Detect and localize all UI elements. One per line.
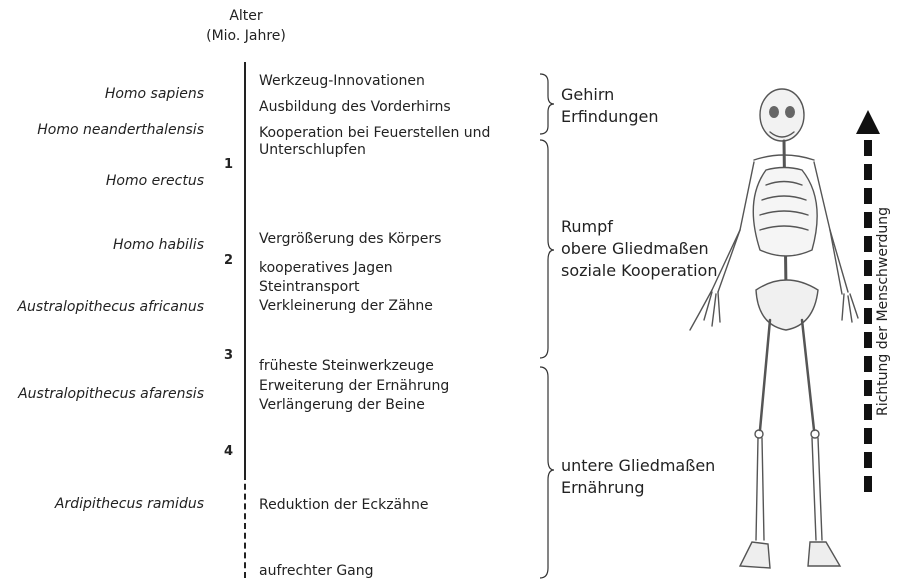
trait-label: Unterschlupfen: [259, 142, 366, 158]
category-2-line2: obere Gliedmaßen: [561, 239, 709, 258]
axis-title-line1: Alter: [229, 8, 263, 24]
category-1-line2: Erfindungen: [561, 107, 659, 126]
species-label: Homo sapiens: [104, 86, 204, 102]
category-2-line1: Rumpf: [561, 217, 613, 236]
category-3-line1: untere Gliedmaßen: [561, 456, 716, 475]
axis-title-line2: (Mio. Jahre): [206, 28, 286, 44]
species-label: Homo habilis: [112, 237, 204, 253]
trait-label: Werkzeug-Innovationen: [259, 73, 425, 89]
species-label: Ardipithecus ramidus: [54, 496, 204, 512]
trait-label: aufrechter Gang: [259, 563, 374, 579]
species-label: Homo erectus: [105, 173, 204, 189]
category-label-3: untere Gliedmaßen Ernährung: [561, 455, 715, 499]
trait-label: kooperatives Jagen: [259, 260, 393, 276]
species-label: Australopithecus africanus: [17, 299, 204, 315]
brace-2: [539, 139, 555, 359]
time-axis-solid: [244, 62, 246, 474]
axis-tick-1: 1: [224, 157, 234, 172]
axis-title: Alter (Mio. Jahre): [196, 6, 296, 46]
trait-label: Erweiterung der Ernährung: [259, 378, 450, 394]
dashed-up-arrow-icon: [856, 110, 880, 492]
trait-label: Reduktion der Eckzähne: [259, 497, 429, 513]
category-1-line1: Gehirn: [561, 85, 615, 104]
brace-1: [539, 73, 555, 135]
trait-label: Verlängerung der Beine: [259, 397, 425, 413]
axis-tick-3: 3: [224, 348, 234, 363]
trait-label: Vergrößerung des Körpers: [259, 231, 442, 247]
category-2-line3: soziale Kooperation: [561, 261, 718, 280]
axis-tick-2: 2: [224, 253, 234, 268]
category-label-2: Rumpf obere Gliedmaßen soziale Kooperati…: [561, 216, 717, 282]
species-label: Homo neanderthalensis: [37, 122, 204, 138]
direction-label: Richtung der Menschwerdung: [875, 207, 891, 416]
trait-label: Verkleinerung der Zähne: [259, 298, 433, 314]
axis-tick-4: 4: [224, 444, 234, 459]
brace-3: [539, 366, 555, 579]
trait-label: Steintransport: [259, 279, 360, 295]
trait-label: Kooperation bei Feuerstellen und: [259, 125, 491, 141]
category-3-line2: Ernährung: [561, 478, 645, 497]
category-label-1: Gehirn Erfindungen: [561, 84, 658, 128]
time-axis-dashed: [244, 474, 246, 578]
trait-label: Ausbildung des Vorderhirns: [259, 99, 451, 115]
species-label: Australopithecus afarensis: [18, 386, 204, 402]
skeleton-icon: [689, 88, 859, 569]
trait-label: früheste Steinwerkzeuge: [259, 358, 434, 374]
